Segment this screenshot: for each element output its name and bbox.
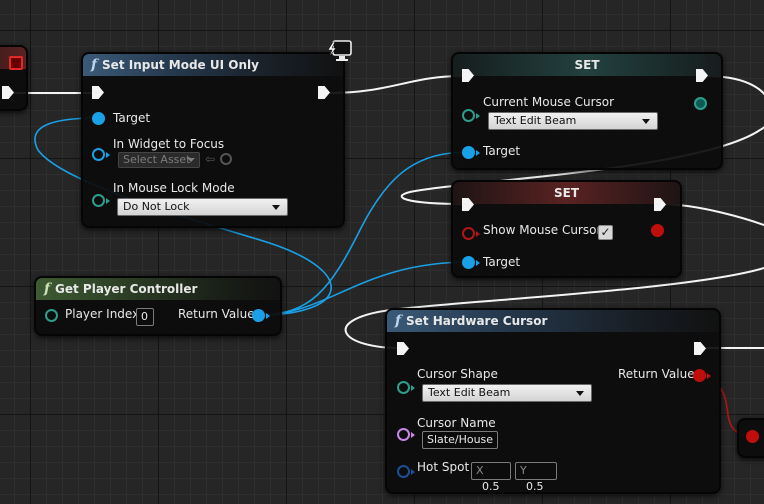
function-icon: f xyxy=(395,313,402,329)
player-index-input[interactable]: 0 xyxy=(136,308,154,326)
return-value-label: Return Value xyxy=(178,307,255,321)
pin-arrow xyxy=(476,231,480,237)
use-selected-asset-arrow-icon[interactable]: ⇦ xyxy=(205,152,216,166)
node-header: f Get Player Controller xyxy=(36,278,280,300)
hot-spot-pin[interactable] xyxy=(397,465,410,478)
target-label: Target xyxy=(483,144,521,158)
node-get-player-controller[interactable]: f Get Player Controller xyxy=(34,276,282,336)
chevron-down-icon xyxy=(187,158,195,162)
current-mouse-cursor-value: Text Edit Beam xyxy=(494,114,577,127)
current-mouse-cursor-pin[interactable] xyxy=(462,109,475,122)
select-asset-value: Select Asset xyxy=(123,153,191,166)
hot-spot-y-value: 0.5 xyxy=(526,480,544,493)
cursor-name-pin[interactable] xyxy=(397,428,410,441)
target-pin[interactable] xyxy=(462,256,475,269)
mouse-lock-mode-label: In Mouse Lock Mode xyxy=(113,181,235,195)
node-title: Set Input Mode UI Only xyxy=(102,58,259,72)
widget-to-focus-label: In Widget to Focus xyxy=(113,137,225,151)
checkmark-icon: ✓ xyxy=(600,225,611,239)
pin-arrow xyxy=(106,198,110,204)
cursor-shape-value: Text Edit Beam xyxy=(428,386,511,399)
exec-out-pin[interactable] xyxy=(2,86,14,99)
player-index-label: Player Index xyxy=(65,307,140,321)
cursor-name-input[interactable]: Slate/House xyxy=(422,431,498,449)
current-mouse-cursor-out-pin[interactable] xyxy=(694,97,707,110)
select-asset-dropdown[interactable]: Select Asset xyxy=(118,152,200,168)
player-index-pin[interactable] xyxy=(45,309,58,322)
hot-spot-label: Hot Spot xyxy=(417,460,470,474)
cursor-shape-label: Cursor Shape xyxy=(417,367,498,381)
return-value-pin[interactable] xyxy=(693,369,706,382)
pin-arrow xyxy=(707,373,711,379)
pin-arrow xyxy=(476,113,480,119)
widget-to-focus-pin[interactable] xyxy=(92,148,105,161)
hot-spot-y-input[interactable]: Y 0.5 xyxy=(515,462,557,493)
node-header: f Set Input Mode UI Only xyxy=(83,54,343,76)
browse-magnifier-icon[interactable] xyxy=(220,153,232,165)
target-pin[interactable] xyxy=(462,146,475,159)
bool-in-pin[interactable] xyxy=(746,430,759,443)
cursor-name-value: Slate/House xyxy=(427,433,494,446)
exec-out-pin[interactable] xyxy=(318,86,330,99)
pin-arrow xyxy=(106,152,110,158)
player-index-value: 0 xyxy=(141,310,148,323)
pin-arrow xyxy=(476,150,480,156)
show-mouse-cursor-checkbox[interactable]: ✓ xyxy=(598,225,613,240)
exec-in-pin[interactable] xyxy=(92,86,104,99)
node-title: SET xyxy=(553,186,580,200)
node-title: Get Player Controller xyxy=(55,282,198,296)
node-header: f Set Hardware Cursor xyxy=(387,310,719,332)
chevron-down-icon xyxy=(576,391,584,396)
show-mouse-cursor-out-pin[interactable] xyxy=(651,224,664,237)
monitor-lightning-icon xyxy=(326,40,352,62)
pin-arrow xyxy=(411,385,415,391)
mouse-lock-mode-pin[interactable] xyxy=(92,194,105,207)
target-pin[interactable] xyxy=(92,112,105,125)
node-title: SET xyxy=(574,58,600,72)
exec-wire xyxy=(329,75,463,94)
hot-spot-x-value: 0.5 xyxy=(482,480,500,493)
pin-arrow xyxy=(266,313,270,319)
offscreen-left-node[interactable] xyxy=(0,45,28,111)
node-header: SET xyxy=(453,182,680,204)
hot-spot-y-label: Y xyxy=(520,464,527,477)
node-title: Set Hardware Cursor xyxy=(406,314,548,328)
hot-spot-x-input[interactable]: X 0.5 xyxy=(471,462,511,493)
return-value-pin[interactable] xyxy=(252,309,265,322)
target-label: Target xyxy=(483,255,521,269)
target-label: Target xyxy=(113,111,151,125)
show-mouse-cursor-pin[interactable] xyxy=(462,227,475,240)
current-mouse-cursor-dropdown[interactable]: Text Edit Beam xyxy=(488,112,658,130)
mouse-lock-mode-dropdown[interactable]: Do Not Lock xyxy=(117,198,288,216)
node-header: SET xyxy=(453,54,721,76)
pin-arrow xyxy=(411,469,415,475)
current-mouse-cursor-label: Current Mouse Cursor xyxy=(483,95,615,109)
hot-spot-x-label: X xyxy=(476,464,484,477)
cursor-shape-pin[interactable] xyxy=(397,381,410,394)
close-icon[interactable] xyxy=(9,56,23,70)
pin-arrow xyxy=(476,260,480,266)
show-mouse-cursor-label: Show Mouse Cursor xyxy=(483,223,602,237)
mouse-lock-mode-value: Do Not Lock xyxy=(123,200,190,213)
pin-arrow xyxy=(411,432,415,438)
chevron-down-icon xyxy=(642,119,650,124)
function-icon: f xyxy=(44,281,51,297)
return-value-label: Return Value xyxy=(618,367,695,381)
function-icon: f xyxy=(91,57,98,73)
cursor-name-label: Cursor Name xyxy=(417,416,496,430)
cursor-shape-dropdown[interactable]: Text Edit Beam xyxy=(422,384,592,402)
chevron-down-icon xyxy=(272,205,280,210)
